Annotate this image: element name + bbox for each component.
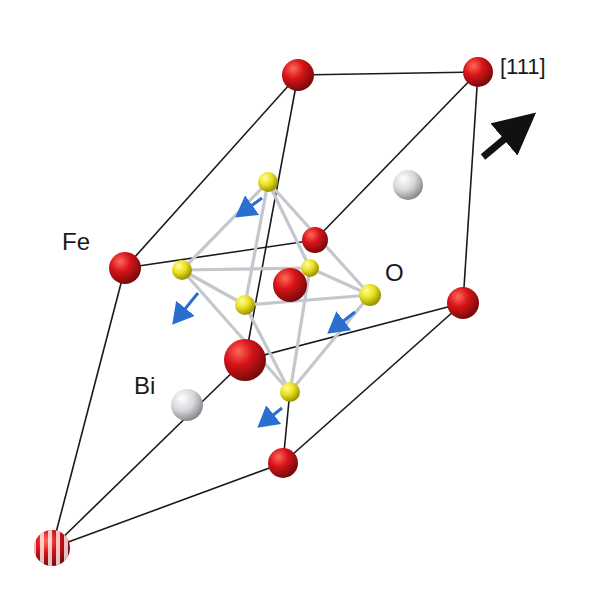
displacement-arrows [176,198,355,424]
o-atom [172,260,192,280]
o-atom [235,295,255,315]
bi-atom [171,389,203,421]
direction-arrow [483,126,520,157]
fe-atom [224,339,266,381]
fe-atom [302,227,328,253]
fe-atom [463,57,493,87]
direction-label: [111] [500,56,546,78]
o-atom [359,284,381,306]
bi-atom [393,170,423,200]
o-atom [280,382,300,402]
o-atom [258,172,278,192]
fe-center-atom [273,268,307,302]
cell-edges [52,72,478,548]
atom-label: O [385,261,404,285]
fe-atom-corner [34,530,70,566]
atom-label: Fe [62,230,90,254]
fe-atom [268,448,298,478]
atom-label: Bi [134,374,155,398]
oxygen-octahedron [182,182,370,392]
o-atom [301,259,319,277]
fe-atom [282,59,314,91]
fe-atom [447,287,479,319]
fe-atom-stripes [34,530,70,566]
fe-atom [109,252,141,284]
